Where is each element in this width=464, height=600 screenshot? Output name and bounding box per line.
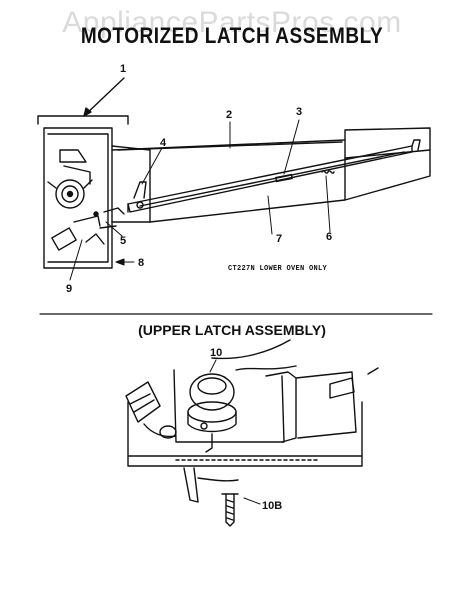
callout-10b: 10B: [262, 500, 282, 512]
callout-3: 3: [296, 106, 302, 118]
lower-oven-note: CT227N LOWER OVEN ONLY: [228, 265, 328, 273]
callout-5: 5: [120, 235, 126, 247]
callout-leader-10: [209, 359, 217, 373]
section-subtitle: (UPPER LATCH ASSEMBLY): [138, 322, 326, 338]
assembly-bracket: [37, 77, 129, 125]
motor-cam: [47, 149, 105, 251]
callout-8: 8: [138, 257, 144, 269]
callout-7: 7: [276, 233, 282, 245]
callout-10: 10: [210, 347, 222, 359]
diagram-title: MOTORIZED LATCH ASSEMBLY: [80, 24, 384, 49]
upper-latch-frame: [127, 339, 379, 467]
latch-base-frame: [43, 127, 431, 269]
callout-2: 2: [226, 109, 232, 121]
callout-leaders-top: [69, 119, 331, 281]
callout-9: 9: [66, 283, 72, 295]
latch-hook: [99, 207, 125, 229]
screw-10b: [221, 493, 261, 527]
upper-latch-switch: [125, 381, 177, 439]
callout-4: 4: [160, 137, 167, 149]
upper-latch-motor: [187, 373, 237, 453]
callout-6: 6: [326, 231, 332, 243]
callout-1: 1: [120, 63, 126, 75]
latch-hook-lower: [183, 467, 239, 503]
latch-lever-arm: [127, 139, 421, 213]
